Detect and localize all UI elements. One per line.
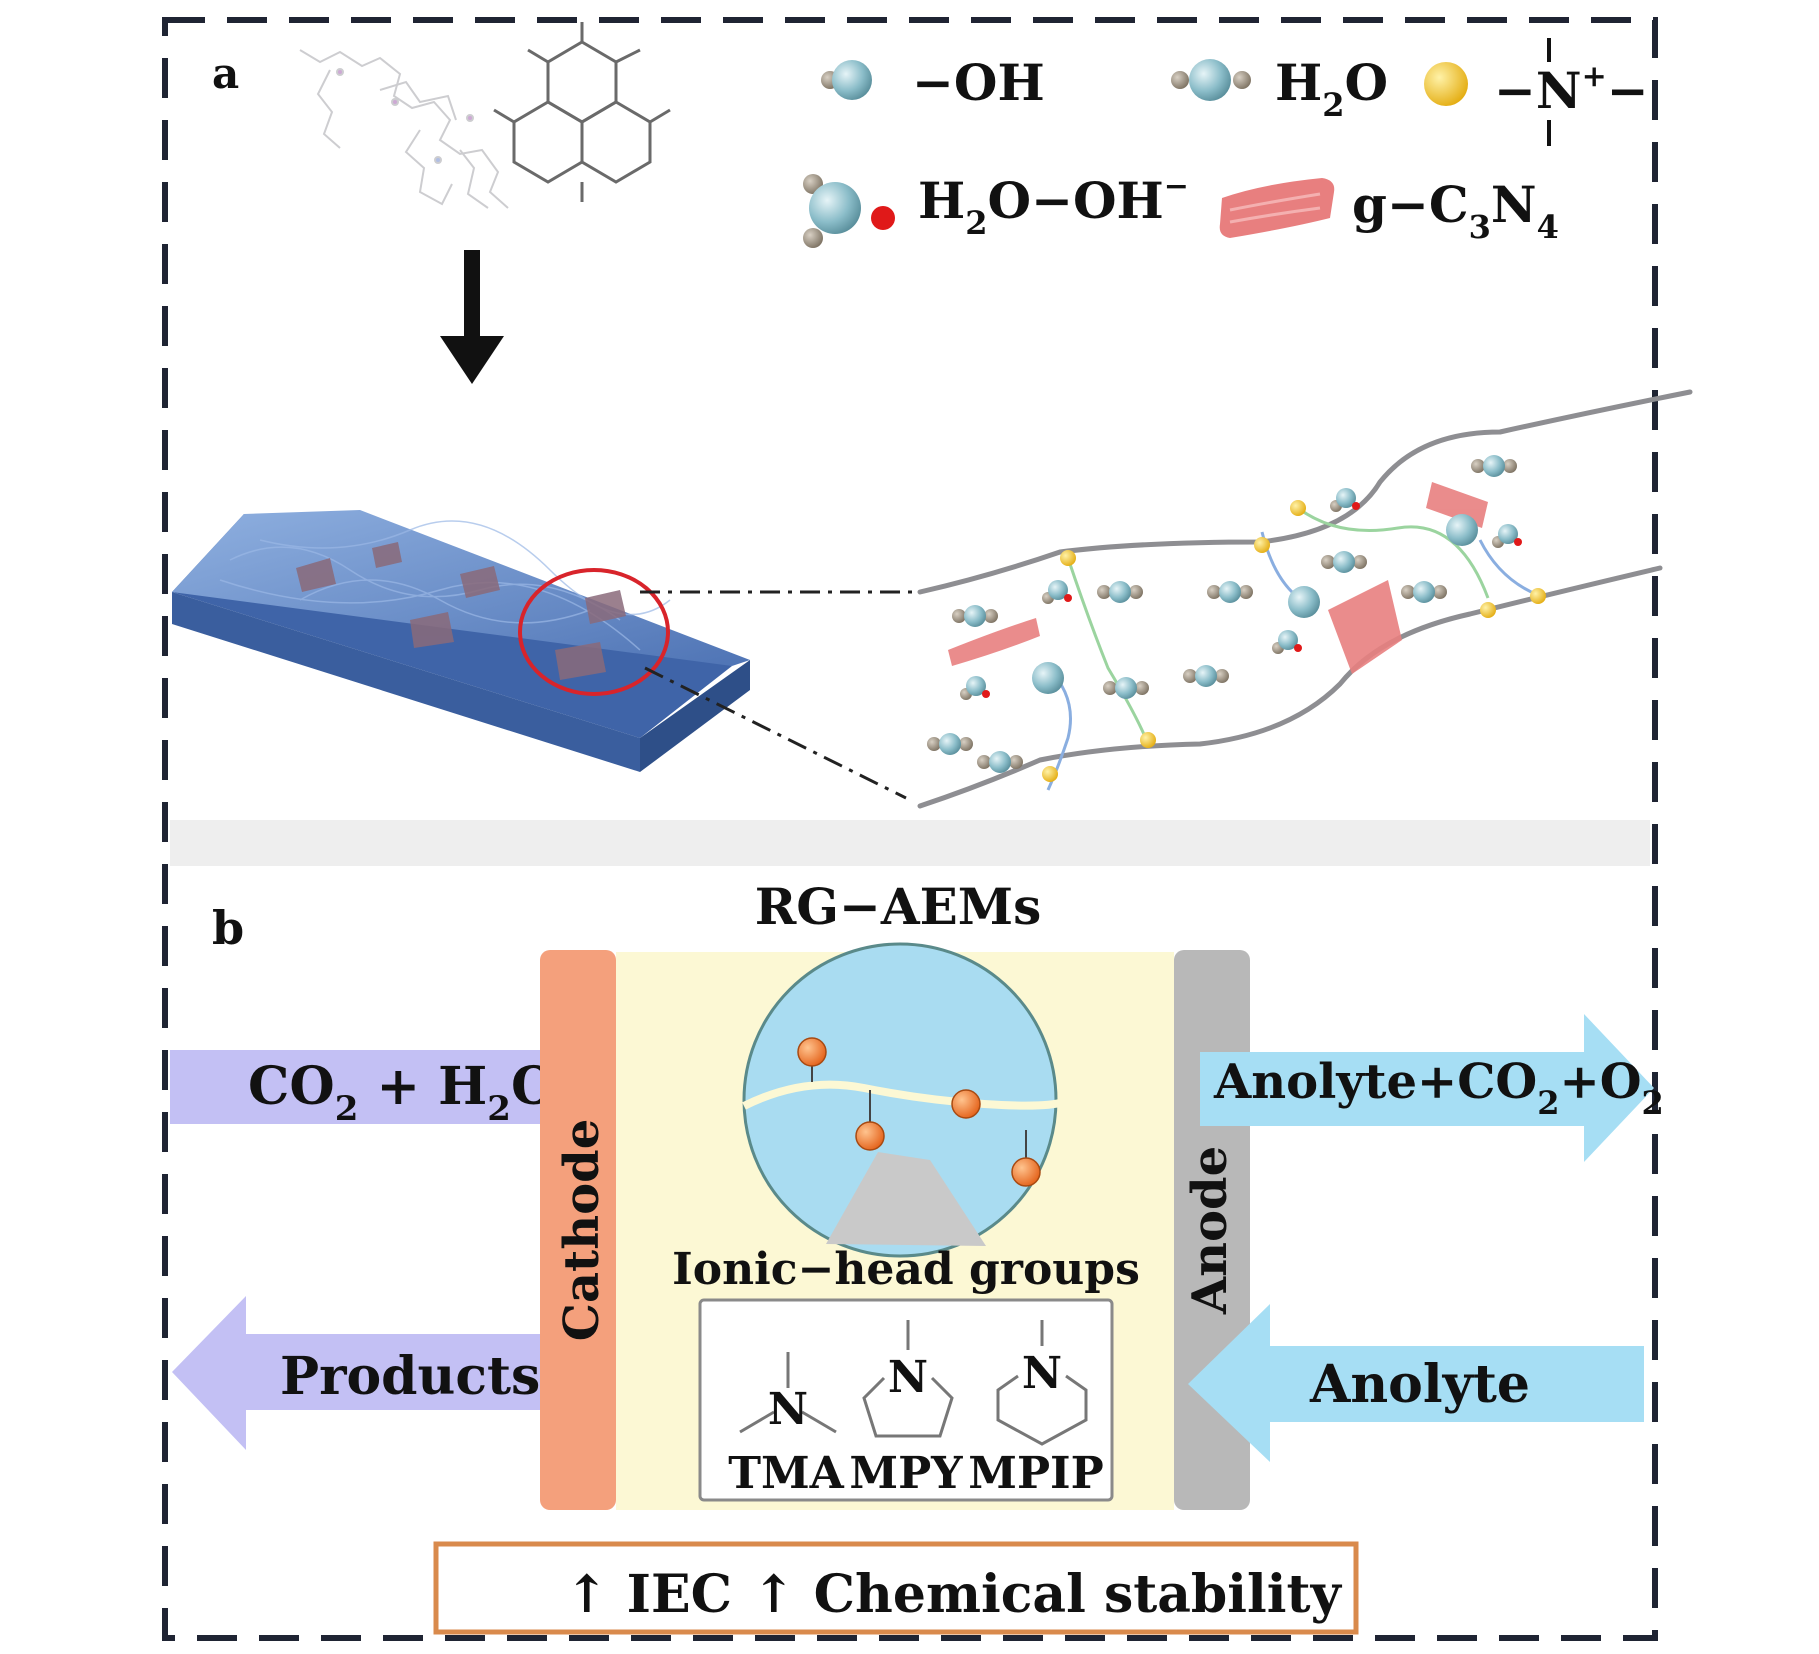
anolyte-arrow: [1188, 1304, 1644, 1462]
legend-h2o-icon: [1171, 59, 1251, 101]
rg-aems-title: RG−AEMs: [755, 877, 1042, 936]
panel-b: b RG−AEMs CO2 + H2O Products Cathode Ano…: [170, 877, 1664, 1635]
mpip-label: MPIP: [968, 1448, 1103, 1499]
legend-oh-label: −OH: [912, 53, 1045, 112]
footer-box: [433, 1541, 1359, 1635]
zoom-lines: [640, 590, 920, 800]
legend-nplus-label: −N+−: [1494, 59, 1649, 120]
footer-iec: ↑ IEC: [565, 1564, 732, 1625]
figure-frame: [162, 17, 1658, 1641]
down-arrow-icon: [440, 250, 504, 384]
mpy-label: MPY: [849, 1448, 963, 1499]
polymer-structure-icon: [299, 49, 509, 209]
legend-gcn-icon: [1219, 178, 1335, 238]
legend-h2o-oh-label: H2O−OH−: [918, 169, 1189, 242]
tma-label: TMA: [728, 1448, 844, 1499]
panel-a-label: a: [212, 49, 239, 98]
footer-stability: ↑ Chemical stability: [752, 1564, 1343, 1625]
cathode-label: Cathode: [554, 1119, 610, 1342]
panel-separator: [170, 820, 1650, 866]
legend-gcn-label: g−C3N4: [1352, 175, 1559, 246]
zoom-circle: [518, 568, 670, 696]
outlet-label: Anolyte+CO2+O2: [1213, 1054, 1664, 1122]
anode-label: Anode: [1182, 1146, 1238, 1315]
anolyte-label: Anolyte: [1309, 1354, 1530, 1415]
polymer-network: [917, 389, 1693, 809]
ionomer-circle: [742, 942, 1066, 1258]
panel-b-label: b: [212, 901, 244, 955]
mpip-atom: N: [1022, 1348, 1062, 1399]
melamine-structure-icon: [493, 22, 671, 202]
ionic-groups-box: [698, 1298, 1114, 1502]
mpip-structure-icon: [996, 1320, 1088, 1446]
legend-h2o-label: H2O: [1275, 53, 1388, 124]
outlet-arrow: [1200, 1014, 1654, 1162]
ionic-head-label: Ionic−head groups: [672, 1244, 1140, 1295]
legend: −OH H2O −N+− H2O−OH− g−C3N4: [803, 38, 1649, 248]
mpy-structure-icon: [862, 1320, 954, 1438]
inlet-arrow: [170, 1016, 612, 1160]
legend-h2o-oh-icon: [803, 174, 895, 248]
products-arrow: [172, 1296, 612, 1450]
panel-a: a −OH: [170, 22, 1693, 866]
cathode-bar: [540, 950, 616, 1510]
products-label: Products: [280, 1346, 540, 1407]
tma-structure-icon: [739, 1352, 837, 1434]
tma-atom: N: [768, 1384, 808, 1435]
mpy-atom: N: [888, 1352, 928, 1403]
legend-oh-icon: [821, 60, 872, 100]
legend-nplus-icon: [1424, 62, 1468, 106]
membrane-slab: [172, 510, 750, 772]
inlet-label: CO2 + H2O: [248, 1056, 556, 1129]
